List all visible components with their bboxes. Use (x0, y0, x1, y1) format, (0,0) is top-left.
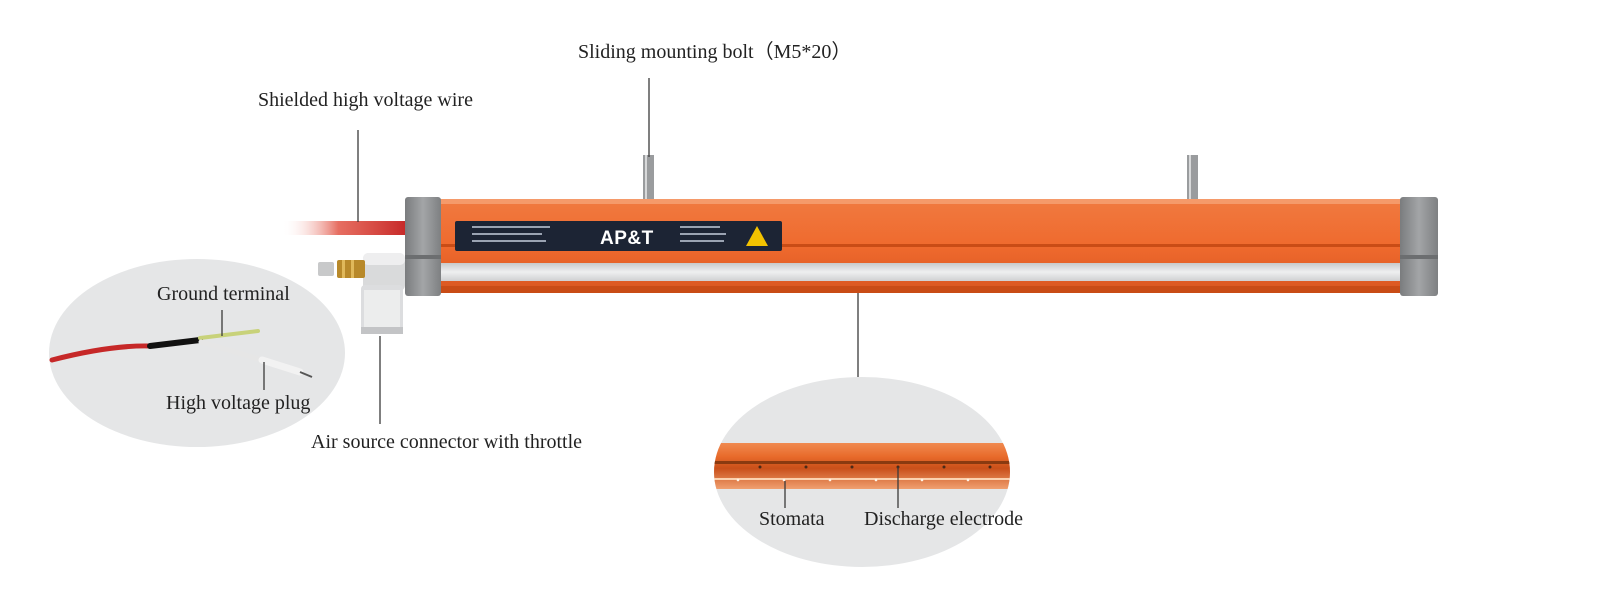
mounting-bolt-left (643, 155, 654, 200)
bar-closeup (714, 443, 1010, 489)
label-stomata: Stomata (759, 508, 825, 530)
ionizing-bar (430, 199, 1410, 293)
label-shielded-wire: Shielded high voltage wire (258, 89, 473, 111)
mounting-bolt-right (1187, 155, 1198, 200)
nameplate (455, 221, 782, 251)
label-air-source-connector: Air source connector with throttle (311, 431, 583, 453)
plug-callout-bg (49, 259, 345, 447)
leader-lines (221, 78, 899, 508)
nameplate-brand: AP&T (600, 228, 654, 249)
discharge-electrodes (758, 465, 992, 469)
silver-emitter-strip (430, 263, 1410, 281)
label-discharge-electrode: Discharge electrode (864, 508, 1023, 530)
cable-end-illustration (49, 329, 313, 378)
shielded-wire (282, 221, 407, 235)
warning-icon (746, 226, 768, 246)
throttle-knob (318, 262, 334, 276)
stomata-holes (736, 478, 970, 482)
air-source-connector (318, 253, 405, 334)
end-cap-left (405, 197, 441, 296)
label-sliding-mounting-bolt: Sliding mounting bolt（M5*20） (578, 41, 852, 63)
label-high-voltage-plug: High voltage plug (166, 392, 311, 414)
end-cap-right (1400, 197, 1438, 296)
label-ground-terminal: Ground terminal (157, 283, 290, 305)
